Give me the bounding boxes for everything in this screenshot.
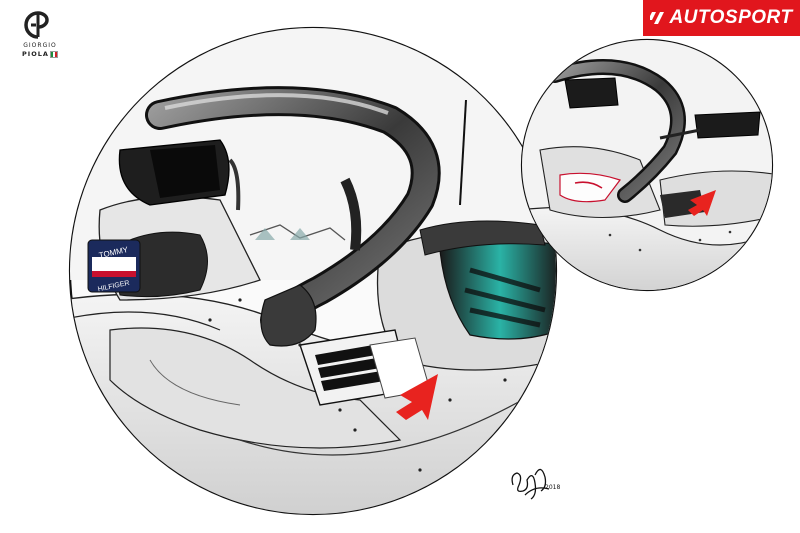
inset-view bbox=[520, 38, 774, 292]
piola-monogram-icon bbox=[24, 11, 49, 39]
main-view: TOMMY HILFIGER bbox=[68, 26, 558, 516]
giorgio-piola-logo: GIORGIO PIOLA bbox=[14, 10, 66, 60]
chequered-flag-icon bbox=[650, 12, 665, 24]
signature-year: 2018 bbox=[545, 484, 560, 491]
sponsor-panel: TOMMY HILFIGER bbox=[87, 239, 141, 293]
piola-line2: PIOLA bbox=[14, 50, 66, 58]
piola-line1: GIORGIO bbox=[23, 42, 57, 49]
autosport-wordmark: AUTOSPORT bbox=[669, 7, 793, 28]
autosport-badge: AUTOSPORT bbox=[643, 0, 800, 36]
highlight-arrow-inset bbox=[688, 190, 716, 216]
highlight-arrow-main bbox=[396, 374, 438, 420]
italian-flag-icon bbox=[49, 50, 58, 58]
halo-structure bbox=[145, 86, 441, 347]
artist-signature: 2018 bbox=[511, 468, 560, 500]
